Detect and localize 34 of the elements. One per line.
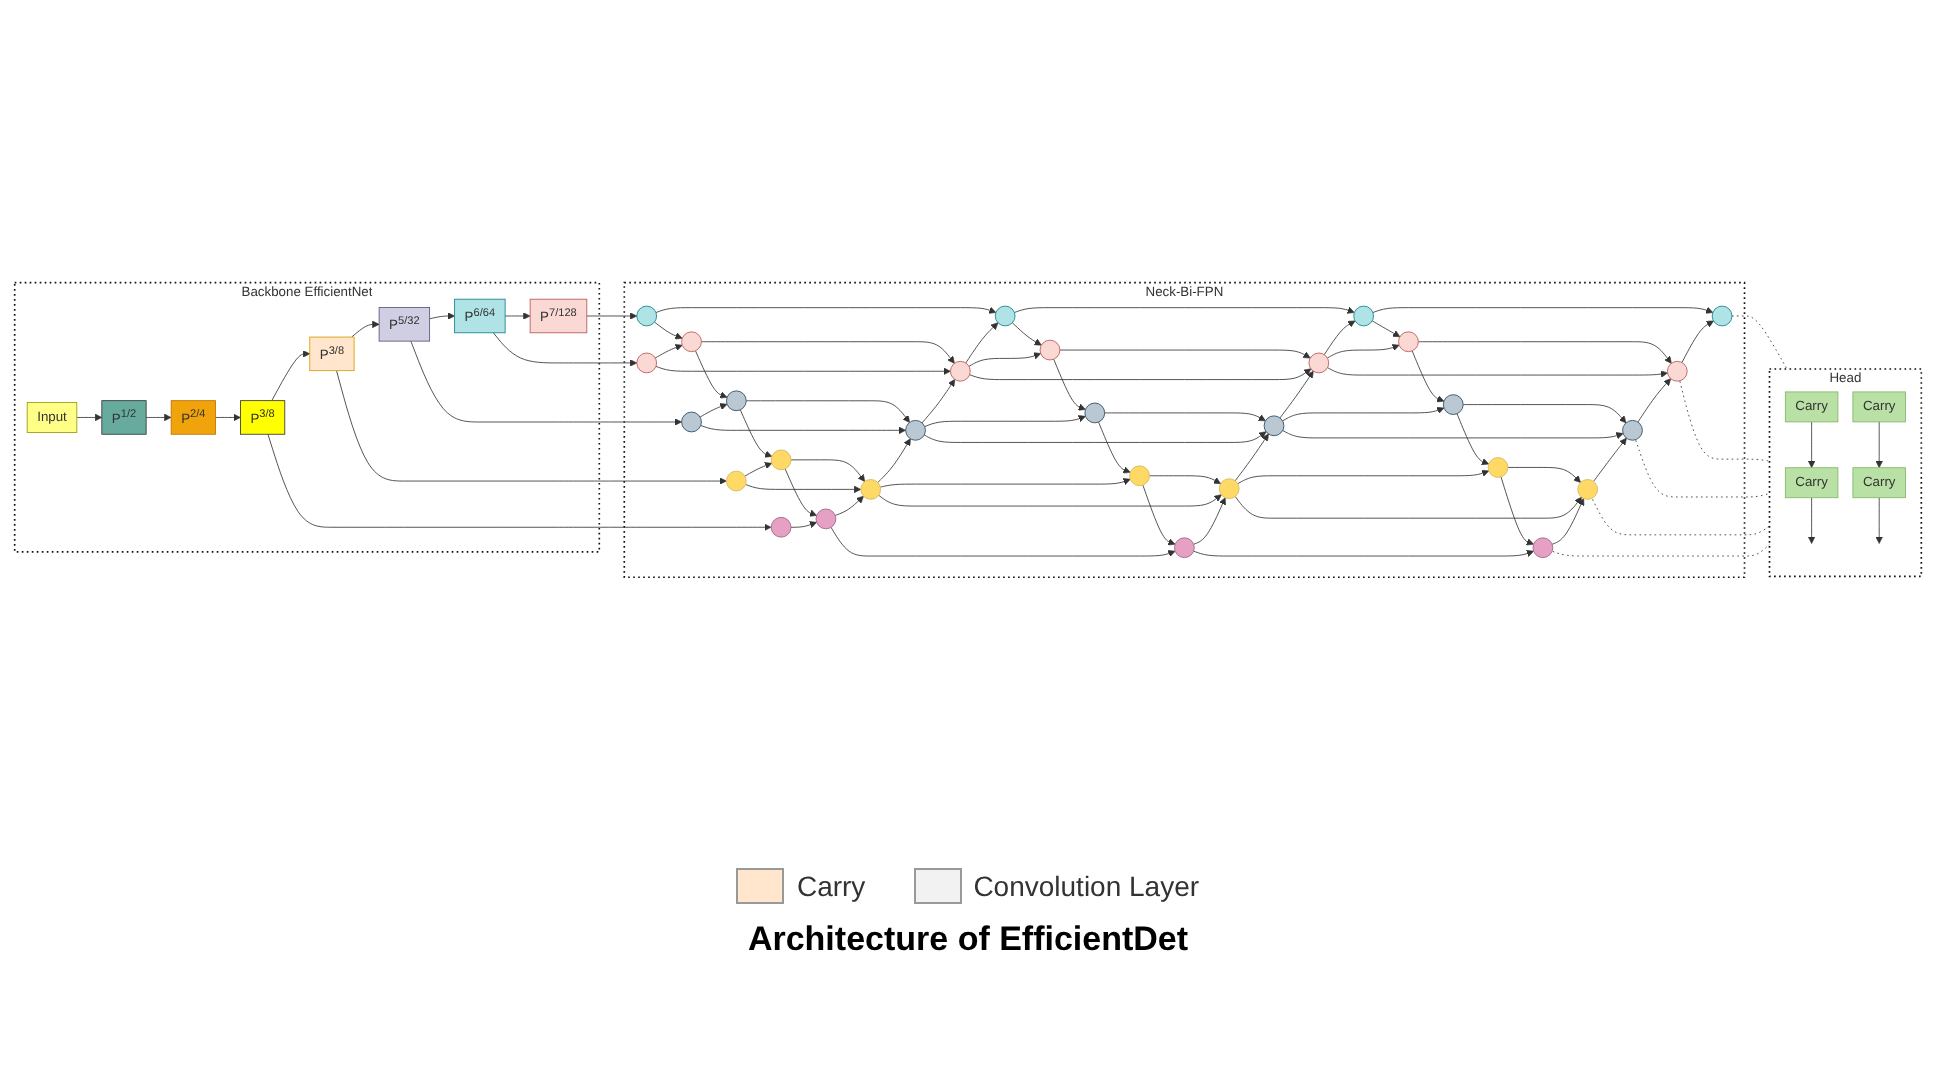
feature-node-circle [815, 508, 837, 530]
feature-node-circle [681, 331, 702, 353]
feature-node-circle [770, 449, 792, 471]
dotted-line [1592, 498, 1770, 536]
feature-node-circle [726, 390, 747, 412]
feature-node-circle [905, 420, 926, 441]
feature-node-circle [994, 305, 1016, 327]
caption: Architecture of EfficientDet [747, 920, 1189, 960]
feature-node-circle [1398, 331, 1419, 353]
dotted-line [1552, 543, 1770, 557]
feature-node-circle [681, 411, 702, 433]
feature-node-circle [726, 470, 747, 492]
feature-node-circle [1129, 465, 1150, 487]
feature-node-circle [1666, 360, 1688, 382]
feature-node-circle [1487, 457, 1509, 478]
feature-node-circle [1622, 420, 1643, 441]
feature-node-circle [1218, 478, 1240, 499]
feature-node-circle [1039, 339, 1061, 361]
feature-node-circle [770, 516, 792, 538]
legend-label: Carry [796, 870, 866, 902]
feature-node-circle [1353, 305, 1374, 327]
feature-node-circle [860, 479, 882, 500]
feature-node-circle [950, 360, 971, 382]
feature-node-circle [1577, 479, 1598, 500]
feature-node-circle [1711, 305, 1733, 327]
feature-node-circle [1174, 537, 1195, 559]
legend-label: Convolution Layer [973, 870, 1200, 902]
feature-node-circle [1532, 537, 1554, 559]
feature-node-circle [1084, 402, 1106, 424]
feature-node-circle [636, 352, 657, 374]
feature-node-circle [1308, 352, 1330, 374]
feature-node-circle [1263, 415, 1285, 437]
feature-node-circle [1442, 394, 1464, 415]
feature-node-circle [636, 305, 657, 327]
